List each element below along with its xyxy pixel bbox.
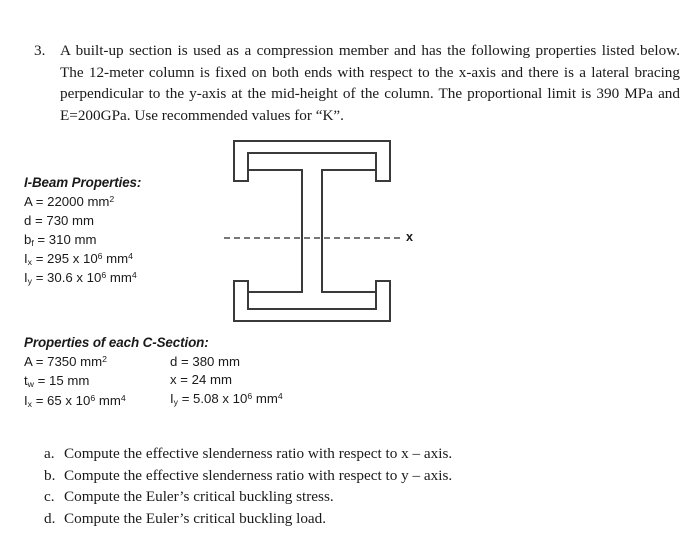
superscript: 6 [90, 392, 96, 403]
sub-questions-list: a. Compute the effective slenderness rati… [36, 443, 656, 529]
question-marker: a. [44, 445, 55, 462]
superscript: 6 [101, 270, 107, 281]
superscript: 6 [247, 390, 253, 401]
csection-property-line: tw = 15 mm [24, 372, 170, 391]
unit-exponent: 4 [131, 270, 137, 281]
symbol: d [170, 354, 178, 369]
value: = 65 x 10 [32, 392, 91, 408]
ibeam-property-line: A = 22000 mm2 [24, 193, 141, 212]
csection-property-line: Ix = 65 x 106 mm4 [24, 392, 170, 411]
ibeam-property-line: Iy = 30.6 x 106 mm4 [24, 269, 141, 288]
subscript: x [27, 398, 33, 409]
unit: mm [252, 390, 278, 406]
subscript: x [27, 257, 33, 268]
question-item: d. Compute the Euler’s critical buckling … [36, 508, 656, 530]
unit-exponent: 4 [277, 390, 283, 401]
ibeam-property-line: d = 730 mm [24, 212, 141, 230]
symbol: A [24, 354, 33, 369]
csection-property-line: Iy = 5.08 x 106 mm4 [170, 390, 283, 409]
symbol: x [170, 372, 177, 388]
csection-property-line: d = 380 mm [170, 353, 283, 371]
symbol: I [24, 250, 28, 266]
ibeam-properties-title: I-Beam Properties: [24, 175, 142, 190]
superscript: 6 [97, 250, 103, 261]
superscript: 2 [102, 354, 107, 365]
question-text: Compute the effective slenderness ratio … [64, 466, 453, 484]
question-item: c. Compute the Euler’s critical buckling … [36, 486, 656, 508]
value: = 380 mm [177, 354, 241, 369]
value: = 730 mm [31, 213, 95, 229]
ibeam-property-line: Ix = 295 x 106 mm4 [24, 250, 141, 269]
symbol: I [170, 390, 174, 406]
symbol: I [24, 392, 28, 408]
unit-exponent: 4 [120, 392, 126, 403]
question-marker: b. [44, 466, 56, 484]
question-item: a. Compute the effective slenderness rati… [36, 443, 656, 465]
built-up-section-figure: x [216, 132, 426, 340]
superscript: 2 [109, 194, 115, 205]
top-c-channel [233, 140, 391, 182]
question-item: b. Compute the effective slenderness rati… [36, 465, 656, 487]
value: = 7350 mm [32, 354, 103, 369]
value: = 22000 mm [32, 194, 110, 209]
question-text: Compute the Euler’s critical buckling st… [64, 488, 334, 506]
problem-statement: 3. A built-up section is used as a compr… [34, 40, 680, 126]
symbol: A [24, 194, 33, 209]
value: = 295 x 10 [32, 250, 98, 266]
problem-text: A built-up section is used as a compress… [60, 42, 680, 124]
unit: mm [102, 250, 129, 266]
question-text: Compute the Euler’s critical buckling lo… [64, 509, 327, 527]
question-text: Compute the effective slenderness ratio … [64, 445, 453, 462]
value: = 310 mm [33, 231, 97, 247]
symbol: d [24, 213, 32, 229]
symbol: t [24, 373, 28, 389]
csection-property-line: x = 24 mm [170, 371, 283, 389]
ibeam-property-line: bf = 310 mm [24, 231, 141, 250]
unit: mm [95, 392, 121, 408]
unit: mm [106, 270, 132, 286]
x-axis-label: x [406, 230, 414, 244]
csection-properties-title: Properties of each C-Section: [24, 335, 209, 350]
cross-section-drawing [224, 140, 402, 322]
value: = 15 mm [33, 373, 90, 389]
question-marker: c. [44, 488, 55, 506]
value: = 30.6 x 10 [32, 270, 102, 286]
symbol: b [24, 231, 32, 247]
value: = 5.08 x 10 [178, 390, 248, 406]
bottom-c-channel [233, 280, 391, 322]
question-marker: d. [44, 509, 56, 527]
value: = 24 mm [176, 372, 232, 388]
csection-property-line: A = 7350 mm2 [24, 353, 170, 372]
unit-exponent: 4 [128, 250, 133, 261]
subscript: w [27, 379, 34, 390]
csection-properties-block: Properties of each C-Section: A = 7350 m… [24, 334, 283, 411]
subscript: y [27, 276, 33, 287]
problem-number: 3. [34, 42, 46, 59]
subscript: y [173, 396, 179, 407]
subscript: f [31, 237, 34, 248]
symbol: I [24, 270, 28, 286]
i-beam-outline [247, 152, 377, 310]
